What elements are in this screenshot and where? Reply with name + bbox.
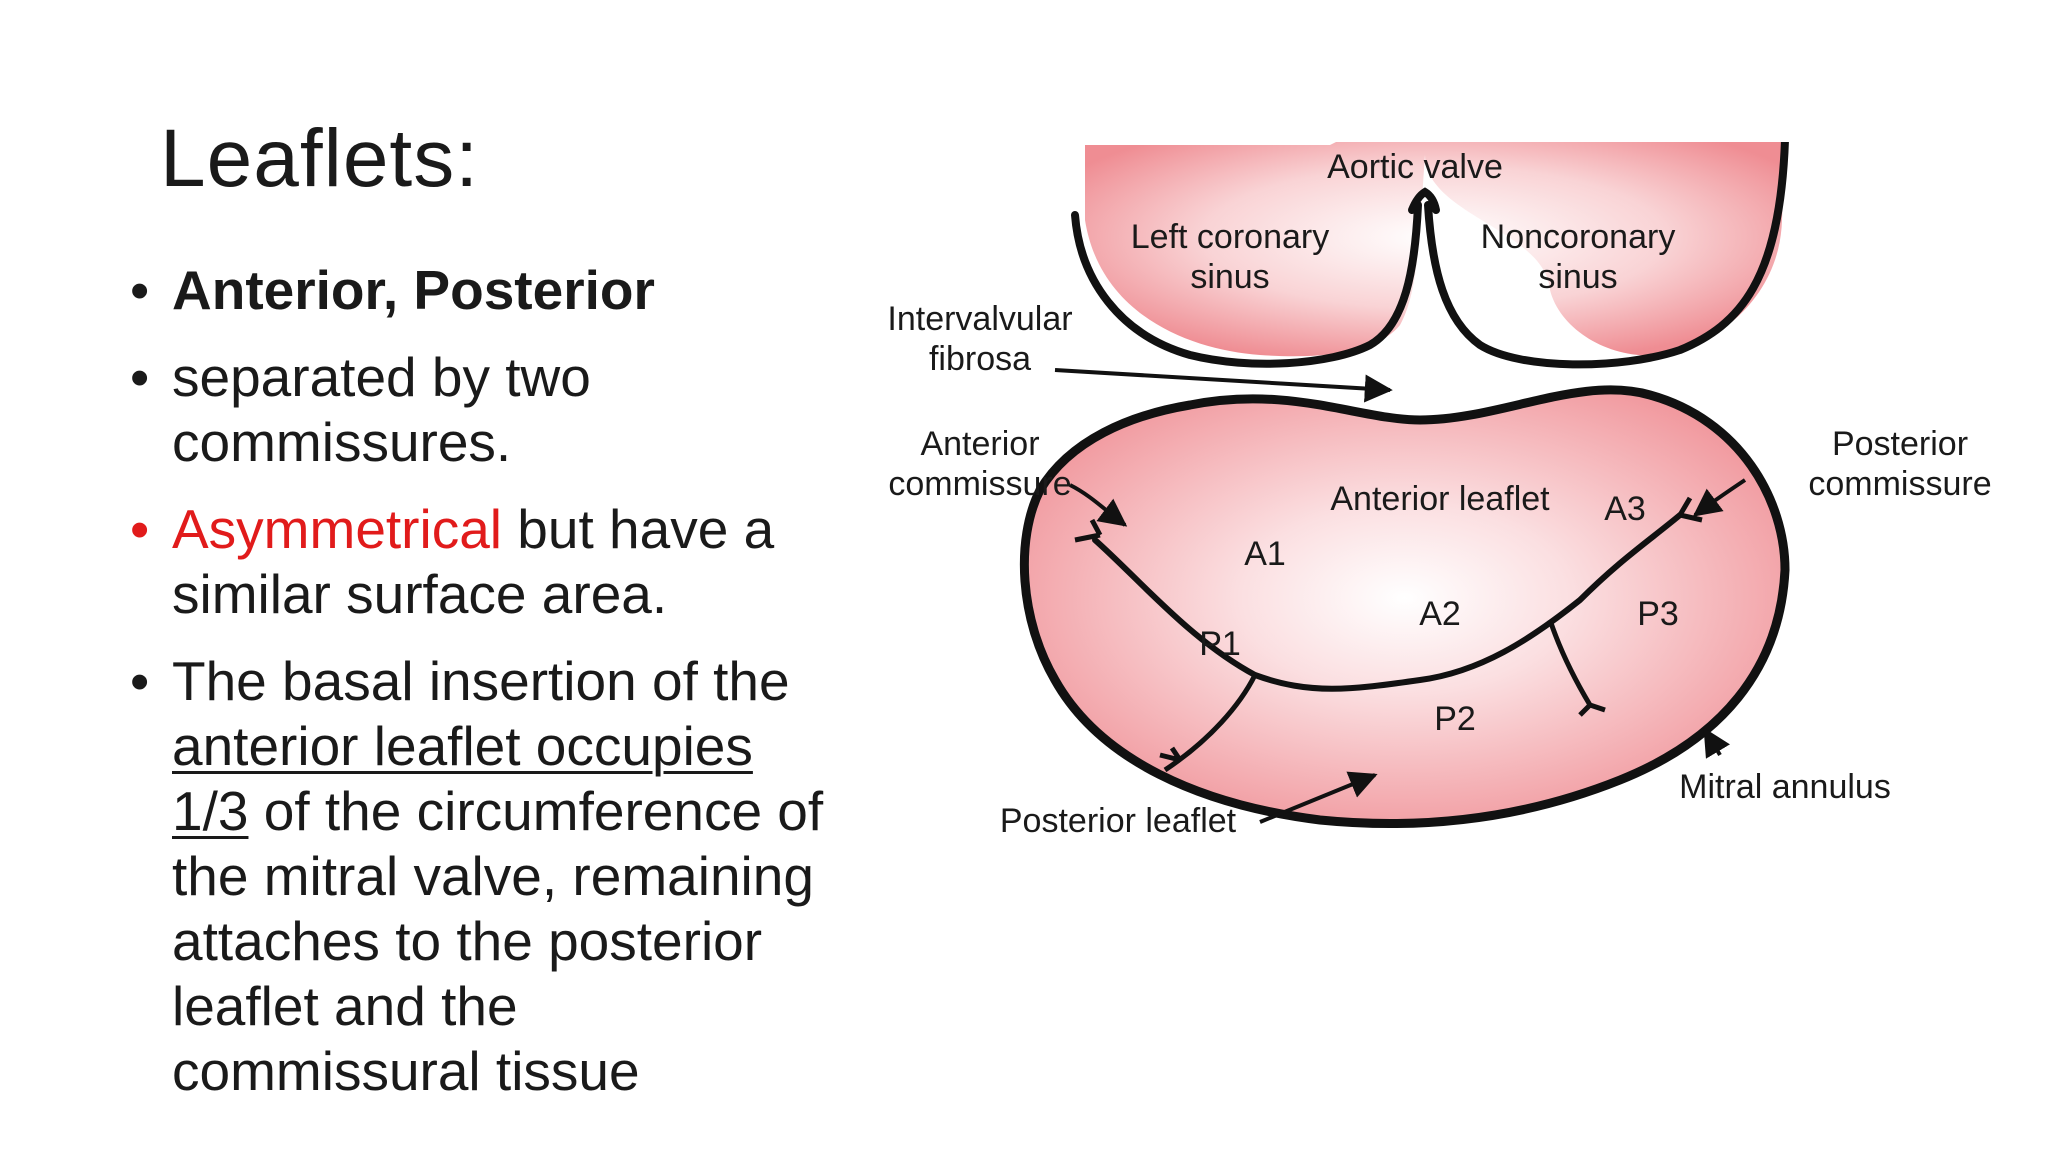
anterior-commissure-arrow	[1069, 483, 1128, 527]
bullet-marker: •	[130, 650, 150, 712]
label-posterior-leaflet: Posterior leaflet	[1000, 802, 1237, 840]
posterior-commissure-arrow	[1692, 478, 1747, 517]
posterior-leaflet-arrow	[1259, 771, 1378, 824]
label-noncoronary-sinus: sinus	[1538, 258, 1617, 296]
label-a1: A1	[1244, 535, 1286, 573]
label-a2: A2	[1419, 595, 1461, 633]
bullet-text-underlined: anterior leaflet occupies 1/3	[172, 715, 753, 842]
bullet-text: The basal insertion of the	[172, 650, 790, 712]
bullet-marker: •	[130, 498, 150, 560]
cleft-p1-p2	[1159, 673, 1258, 773]
aortic-valve-shape	[1085, 140, 1785, 357]
label-fibrosa: fibrosa	[929, 340, 1031, 378]
mitral-valve-shape	[1019, 385, 1790, 829]
bullet-text: Anterior, Posterior	[172, 259, 655, 321]
bullet-item: • The basal insertion of the anterior le…	[130, 649, 830, 1104]
chorda-right-commissure	[1677, 496, 1703, 523]
left-coronary-sinus-outline	[1071, 201, 1422, 368]
bullet-text: separated by two commissures.	[172, 346, 591, 473]
label-intervalvular: Intervalvular	[887, 300, 1072, 338]
aortic-top-mask	[1060, 120, 1800, 142]
bullet-marker: •	[130, 259, 150, 321]
bullet-item: • Asymmetrical but have a similar surfac…	[130, 497, 830, 627]
label-left-coronary: Left coronary	[1131, 218, 1329, 256]
slide-title: Leaflets:	[160, 113, 479, 204]
label-p3: P3	[1637, 595, 1679, 633]
intervalvular-arrow	[1054, 368, 1393, 403]
bullet-item: • separated by two commissures.	[130, 345, 830, 475]
label-noncoronary: Noncoronary	[1481, 218, 1676, 256]
label-aortic-valve: Aortic valve	[1327, 148, 1503, 186]
label-posterior-commissure-2: commissure	[1808, 465, 1991, 503]
bullet-marker: •	[130, 346, 150, 408]
label-posterior-commissure-1: Posterior	[1832, 425, 1968, 463]
bullet-text: but have a similar surface area.	[172, 498, 775, 625]
label-anterior-leaflet: Anterior leaflet	[1330, 480, 1550, 518]
commissure-notch	[1408, 187, 1440, 214]
noncoronary-sinus-outline	[1424, 136, 1789, 369]
mitral-valve-diagram: Aortic valve Left coronary sinus Noncoro…	[860, 120, 2010, 860]
bullet-list: • Anterior, Posterior • separated by two…	[130, 258, 830, 1126]
cleft-p2-p3	[1547, 619, 1606, 717]
bullet-item: • Anterior, Posterior	[130, 258, 830, 323]
label-p2: P2	[1434, 700, 1476, 738]
label-mitral-annulus: Mitral annulus	[1679, 768, 1891, 806]
label-anterior-commissure-1: Anterior	[920, 425, 1039, 463]
label-a3: A3	[1604, 490, 1646, 528]
label-anterior-commissure-2: commissure	[888, 465, 1071, 503]
bullet-text: of the circumference of the mitral valve…	[172, 780, 824, 1102]
mitral-annulus-arrow	[1703, 727, 1730, 759]
coaptation-line	[1092, 512, 1683, 692]
diagram-svg: Aortic valve Left coronary sinus Noncoro…	[887, 120, 1992, 840]
chorda-left-commissure	[1074, 518, 1103, 543]
label-left-coronary-sinus: sinus	[1190, 258, 1269, 296]
label-p1: P1	[1199, 625, 1241, 663]
bullet-text-highlight: Asymmetrical	[172, 498, 503, 560]
